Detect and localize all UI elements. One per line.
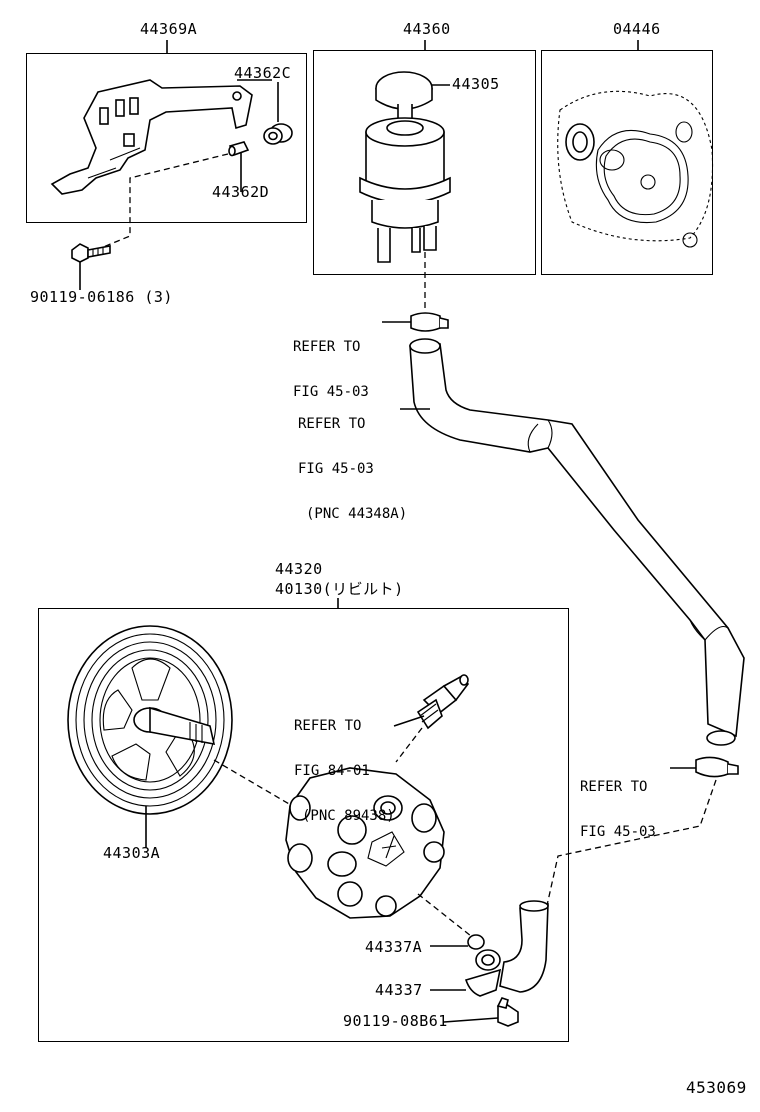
gasket-kit-group-box	[541, 50, 713, 275]
figure-number: 453069	[686, 1078, 747, 1097]
ref-clamp-bottom-line-2: FIG 45-03	[580, 824, 656, 840]
ref-clamp-top-line-1: REFER TO	[293, 339, 361, 355]
o-ring-part-no: 44337A	[365, 938, 423, 956]
pump-group-part-no: 44320	[275, 560, 323, 578]
cushion-icon	[263, 123, 293, 145]
bracket-group-box	[26, 53, 307, 223]
ref-hose-line-1: REFER TO	[298, 416, 366, 432]
union-bolt-part-no: 90119-08B61	[343, 1012, 448, 1030]
ref-hose-line-2: FIG 45-03	[298, 461, 374, 477]
bracket-icon	[50, 79, 253, 195]
union-fitting-icon	[464, 900, 549, 997]
reservoir-cap-icon	[375, 71, 433, 121]
ref-switch-line-2: FIG 84-01	[294, 763, 370, 779]
union-part-no: 44337	[375, 981, 423, 999]
pressure-switch-icon	[416, 674, 469, 730]
bolt-icon	[71, 243, 111, 263]
reservoir-cap-part-no: 44305	[452, 75, 500, 93]
pump-body-icon	[285, 767, 445, 919]
ref-hose-line-3: (PNC 44348A)	[306, 506, 408, 522]
pump-group-box	[38, 608, 569, 1042]
o-ring-icon	[467, 934, 485, 950]
reservoir-group-part-no: 44360	[403, 20, 451, 38]
ref-clamp-bottom: REFER TO FIG 45-03	[580, 750, 656, 870]
ref-switch-line-3: (PNC 89438)	[302, 808, 395, 824]
collar-part-no: 44362D	[212, 183, 270, 201]
collar-icon	[228, 141, 250, 157]
pulley-icon	[67, 625, 233, 815]
bracket-bolt-part-no: 90119-06186 (3)	[30, 288, 173, 306]
bracket-group-part-no: 44369A	[140, 20, 198, 38]
ref-clamp-bottom-line-1: REFER TO	[580, 779, 648, 795]
gasket-kit-group-part-no: 04446	[613, 20, 661, 38]
hose-icon	[409, 338, 745, 746]
ref-switch: REFER TO FIG 84-01 (PNC 89438)	[294, 689, 395, 854]
ref-clamp-top-line-2: FIG 45-03	[293, 384, 369, 400]
gasket-icon	[557, 90, 714, 248]
cushion-part-no: 44362C	[234, 64, 292, 82]
pulley-part-no: 44303A	[103, 844, 161, 862]
union-bolt-icon	[496, 997, 519, 1027]
hose-clamp-top-icon	[410, 312, 449, 332]
hose-clamp-bottom-icon	[695, 756, 739, 778]
ref-switch-line-1: REFER TO	[294, 718, 362, 734]
pump-group-part-no-rebuilt: 40130(リビルト)	[275, 580, 404, 598]
ref-hose: REFER TO FIG 45-03 (PNC 44348A)	[298, 387, 407, 552]
ref-clamp-top: REFER TO FIG 45-03	[293, 310, 369, 430]
reservoir-tank-icon	[359, 117, 451, 263]
